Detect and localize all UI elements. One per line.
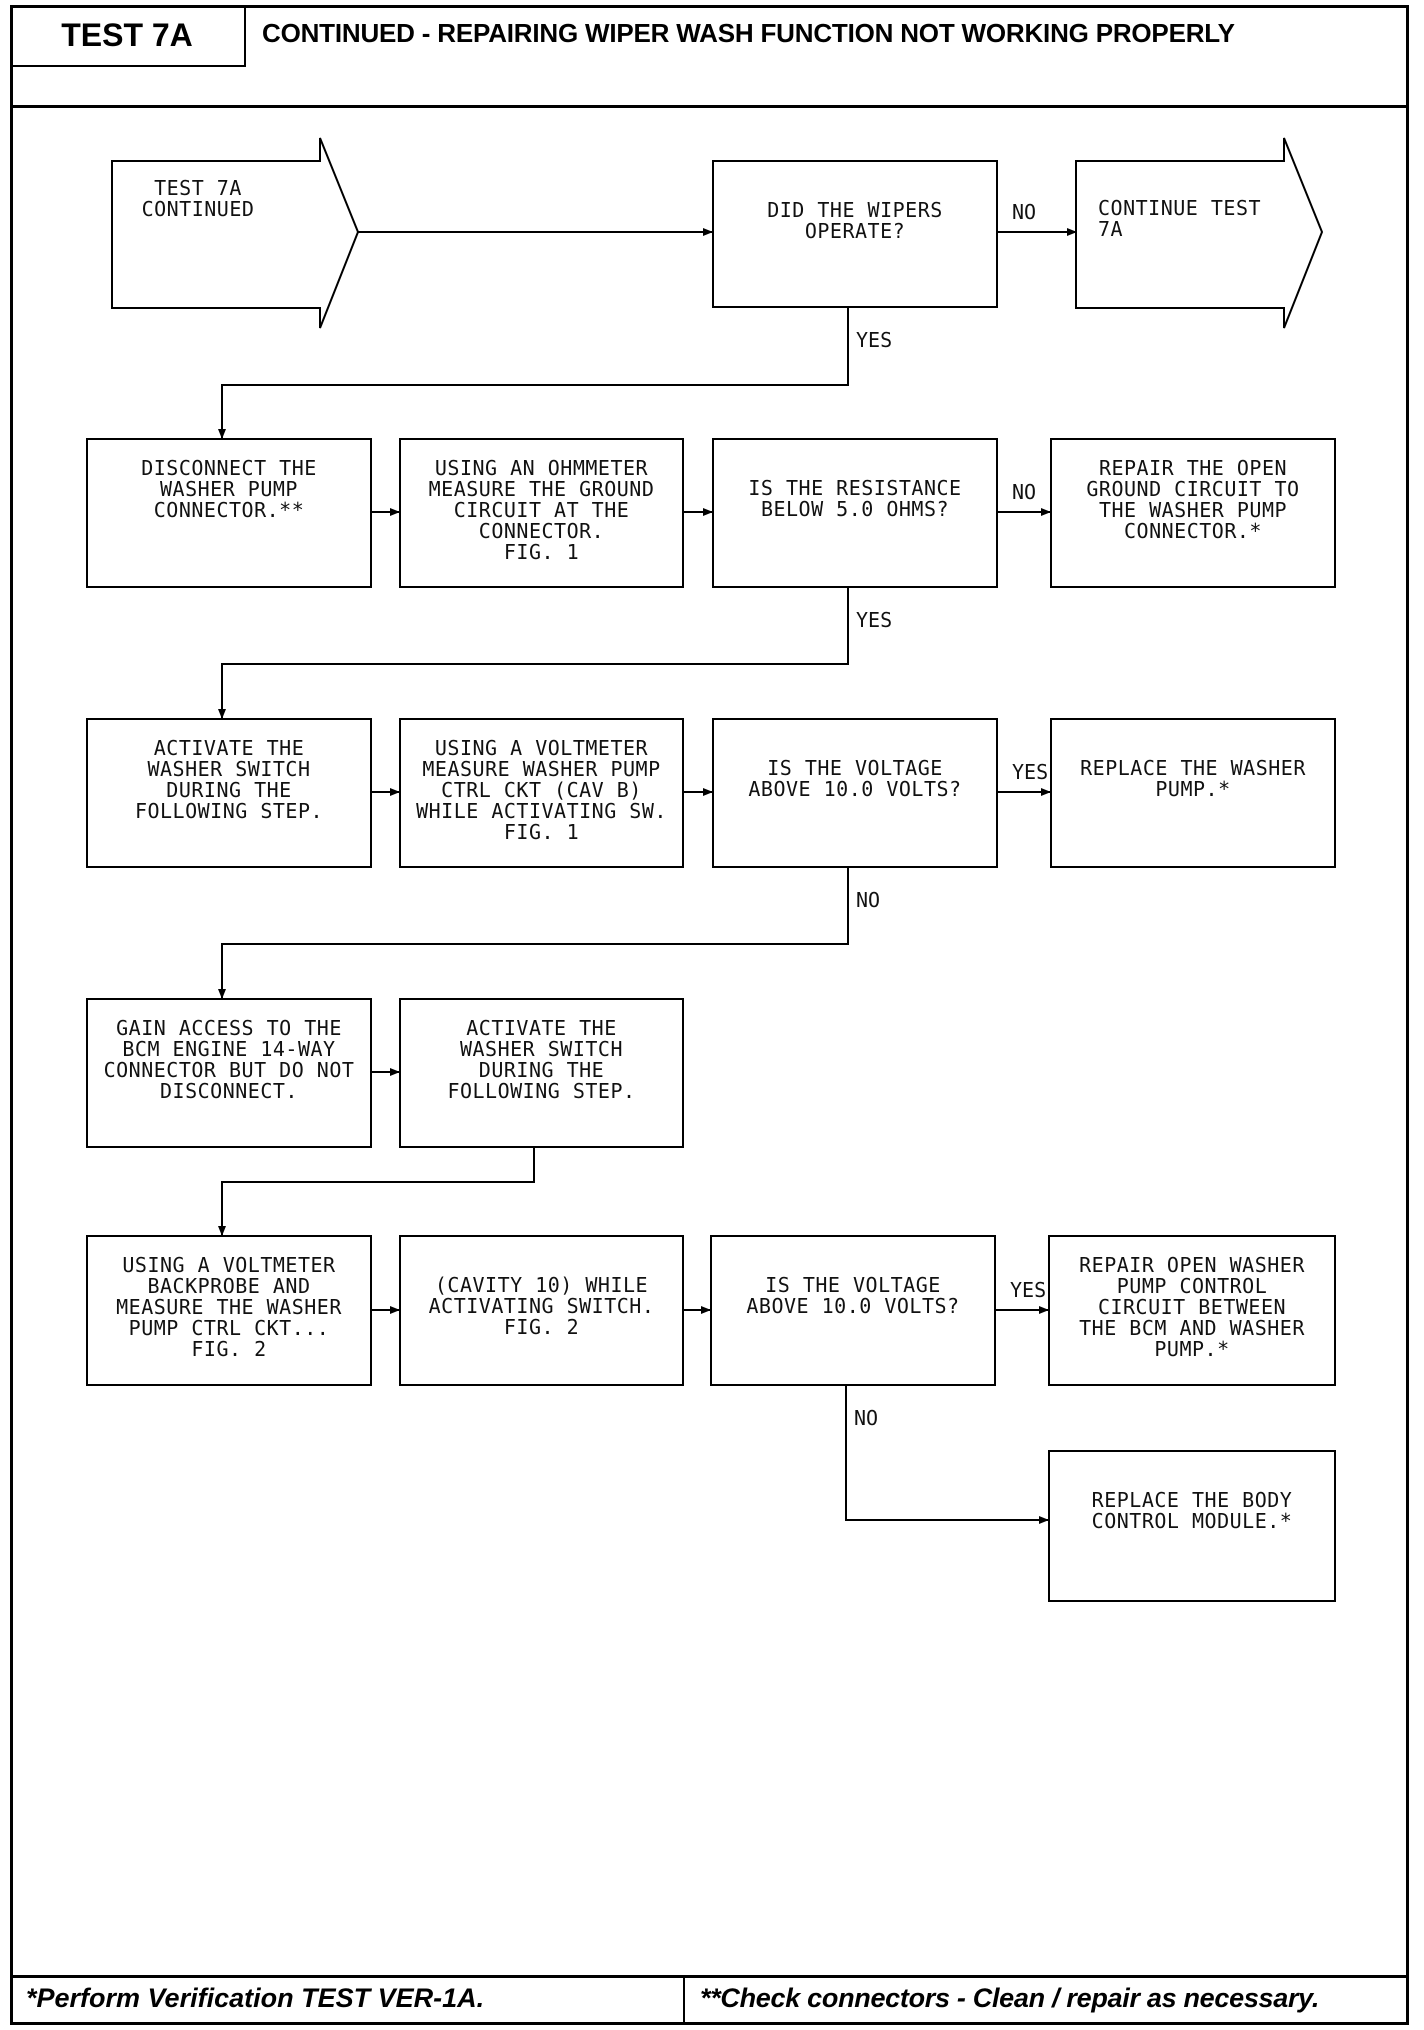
step-cavity-text: (CAVITY 10) WHILE ACTIVATING SWITCH. FIG…	[428, 1273, 655, 1339]
step-voltmeter-1-text: USING A VOLTMETER MEASURE WASHER PUMP CT…	[416, 736, 667, 844]
label-no-q3: NO	[856, 888, 881, 912]
label-yes-q1: YES	[856, 328, 893, 352]
page-frame	[10, 5, 1409, 2025]
connector-q4-no	[845, 1386, 1049, 1524]
step-ohmmeter: USING AN OHMMETER MEASURE THE GROUND CIR…	[399, 438, 684, 588]
decision-wipers-operate: DID THE WIPERS OPERATE?	[712, 160, 998, 308]
decision-resistance: IS THE RESISTANCE BELOW 5.0 OHMS?	[712, 438, 998, 588]
start-arrow-shape	[111, 137, 360, 329]
action-repair-ground-text: REPAIR THE OPEN GROUND CIRCUIT TO THE WA…	[1086, 456, 1300, 543]
action-repair-pump-ctrl-text: REPAIR OPEN WASHER PUMP CONTROL CIRCUIT …	[1079, 1253, 1305, 1361]
label-no-q1: NO	[1012, 200, 1037, 224]
footer-connector-note: **Check connectors - Clean / repair as n…	[700, 1983, 1320, 2013]
page-title: CONTINUED - REPAIRING WIPER WASH FUNCTIO…	[262, 18, 1235, 48]
step-backprobe-text: USING A VOLTMETER BACKPROBE AND MEASURE …	[116, 1253, 342, 1361]
action-replace-bcm-text: REPLACE THE BODY CONTROL MODULE.*	[1091, 1488, 1293, 1533]
step-backprobe: USING A VOLTMETER BACKPROBE AND MEASURE …	[86, 1235, 372, 1386]
connector-q2-yes	[218, 587, 849, 719]
start-terminal: TEST 7A CONTINUED	[141, 176, 255, 221]
step-cavity: (CAVITY 10) WHILE ACTIVATING SWITCH. FIG…	[399, 1235, 684, 1386]
action-replace-pump-text: REPLACE THE WASHER PUMP.*	[1080, 756, 1306, 801]
header-divider	[10, 105, 1409, 108]
footer-separator	[683, 1975, 685, 2025]
step-gain-access: GAIN ACCESS TO THE BCM ENGINE 14-WAY CON…	[86, 998, 372, 1148]
label-yes-q3: YES	[1012, 760, 1049, 784]
step-voltmeter-1: USING A VOLTMETER MEASURE WASHER PUMP CT…	[399, 718, 684, 868]
label-no-q2: NO	[1012, 480, 1037, 504]
test-id: TEST 7A	[10, 5, 246, 67]
action-replace-bcm: REPLACE THE BODY CONTROL MODULE.*	[1048, 1450, 1336, 1602]
connector-q3-no	[218, 867, 849, 999]
step-activate-switch-1: ACTIVATE THE WASHER SWITCH DURING THE FO…	[86, 718, 372, 868]
action-repair-pump-ctrl: REPAIR OPEN WASHER PUMP CONTROL CIRCUIT …	[1048, 1235, 1336, 1386]
end-arrow-shape	[1075, 137, 1324, 329]
decision-resistance-text: IS THE RESISTANCE BELOW 5.0 OHMS?	[748, 476, 962, 521]
decision-voltage-1: IS THE VOLTAGE ABOVE 10.0 VOLTS?	[712, 718, 998, 868]
decision-voltage-2: IS THE VOLTAGE ABOVE 10.0 VOLTS?	[710, 1235, 996, 1386]
decision-voltage-1-text: IS THE VOLTAGE ABOVE 10.0 VOLTS?	[748, 756, 962, 801]
label-no-q4: NO	[854, 1406, 879, 1430]
connector-q1-yes	[218, 308, 849, 439]
action-replace-pump: REPLACE THE WASHER PUMP.*	[1050, 718, 1336, 868]
footer-divider	[10, 1975, 1409, 1978]
action-repair-ground: REPAIR THE OPEN GROUND CIRCUIT TO THE WA…	[1050, 438, 1336, 588]
label-yes-q4: YES	[1010, 1278, 1047, 1302]
step-activate-switch-2-text: ACTIVATE THE WASHER SWITCH DURING THE FO…	[447, 1016, 636, 1103]
step-disconnect-pump-text: DISCONNECT THE WASHER PUMP CONNECTOR.**	[141, 456, 317, 522]
connector-r4-down	[218, 1148, 535, 1236]
step-gain-access-text: GAIN ACCESS TO THE BCM ENGINE 14-WAY CON…	[103, 1016, 355, 1103]
step-activate-switch-2: ACTIVATE THE WASHER SWITCH DURING THE FO…	[399, 998, 684, 1148]
step-activate-switch-1-text: ACTIVATE THE WASHER SWITCH DURING THE FO…	[134, 736, 324, 823]
step-ohmmeter-text: USING AN OHMMETER MEASURE THE GROUND CIR…	[428, 456, 655, 564]
decision-voltage-2-text: IS THE VOLTAGE ABOVE 10.0 VOLTS?	[746, 1273, 960, 1318]
footer-verification-note: *Perform Verification TEST VER-1A.	[26, 1983, 485, 2013]
step-disconnect-pump: DISCONNECT THE WASHER PUMP CONNECTOR.**	[86, 438, 372, 588]
end-terminal: CONTINUE TEST 7A	[1098, 196, 1262, 241]
decision-wipers-operate-text: DID THE WIPERS OPERATE?	[767, 198, 943, 243]
label-yes-q2: YES	[856, 608, 893, 632]
